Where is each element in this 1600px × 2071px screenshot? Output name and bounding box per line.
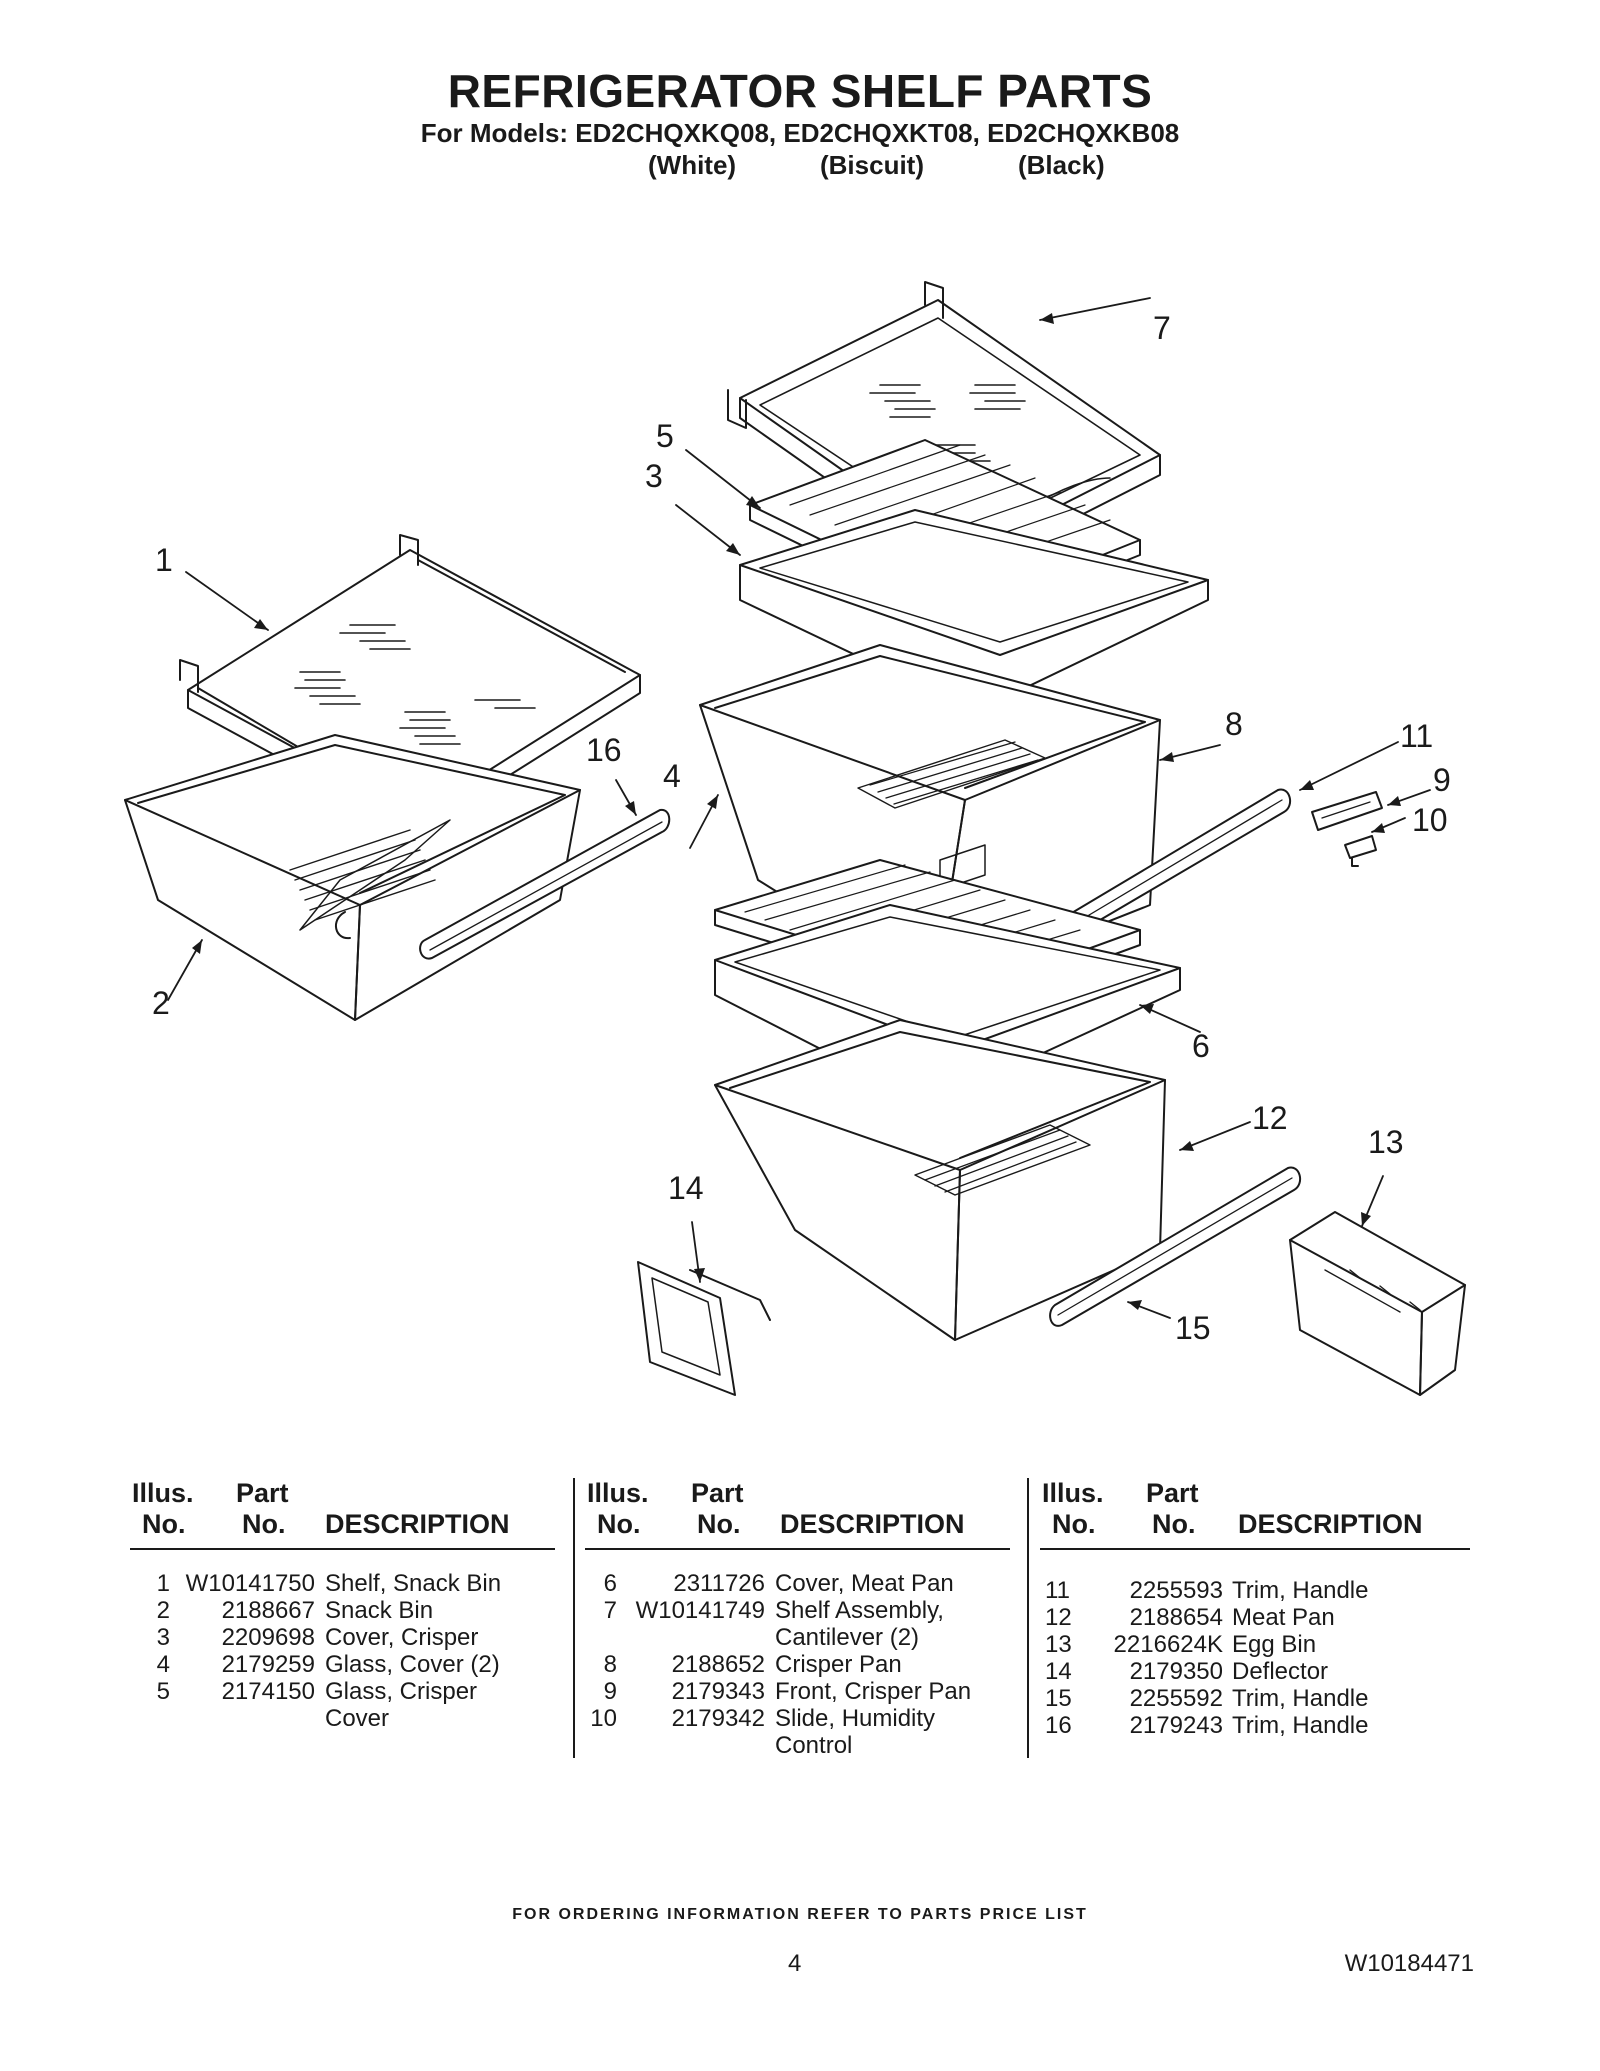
color-biscuit: (Biscuit): [820, 150, 924, 180]
table-header: Illus. No. Part No. DESCRIPTION: [585, 1478, 1010, 1550]
callout-12: 12: [1252, 1100, 1288, 1136]
part-14-deflector: [637, 1261, 771, 1396]
part-15-trim-handle: [1049, 1166, 1302, 1327]
table-row-continuation: Cantilever (2): [775, 1624, 920, 1651]
table-row-continuation: Cover: [325, 1705, 390, 1732]
callout-8: 8: [1225, 706, 1243, 742]
models-line: For Models: ED2CHQXKQ08, ED2CHQXKT08, ED…: [420, 118, 1180, 148]
callout-10: 10: [1412, 802, 1448, 838]
color-black: (Black): [1018, 150, 1105, 180]
callout-5: 5: [656, 418, 674, 454]
part-12-meat-pan: [714, 1019, 1166, 1341]
part-2-snack-bin: [124, 734, 581, 1021]
callout-13: 13: [1368, 1124, 1404, 1160]
callout-1: 1: [155, 542, 173, 578]
column-divider: [573, 1478, 575, 1758]
part-16-trim-handle: [419, 808, 671, 960]
part-13-egg-bin: [1289, 1211, 1466, 1396]
illus-header: Illus.: [1042, 1478, 1104, 1508]
table-header: Illus. No. Part No. DESCRIPTION: [130, 1478, 555, 1550]
callout-2: 2: [152, 985, 170, 1021]
ordering-note: FOR ORDERING INFORMATION REFER TO PARTS …: [512, 1906, 1088, 1923]
table-row-continuation: Control: [775, 1732, 853, 1759]
callout-16: 16: [586, 732, 622, 768]
color-white: (White): [648, 150, 737, 180]
document-number: W10184471: [1344, 1950, 1474, 1977]
description-header: DESCRIPTION: [1238, 1509, 1423, 1539]
part-header: Part: [1146, 1478, 1199, 1508]
table-header: Illus. No. Part No. DESCRIPTION: [1040, 1478, 1470, 1550]
description-header: DESCRIPTION: [325, 1509, 510, 1539]
callout-3: 3: [645, 458, 663, 494]
page-number: 4: [788, 1950, 802, 1977]
page-title: REFRIGERATOR SHELF PARTS: [447, 65, 1153, 117]
description-header: DESCRIPTION: [780, 1509, 965, 1539]
illus-header-no: No.: [142, 1509, 186, 1539]
callout-6: 6: [1192, 1028, 1210, 1064]
part-header: Part: [236, 1478, 289, 1508]
callout-7: 7: [1153, 310, 1171, 346]
callout-9: 9: [1433, 762, 1451, 798]
callout-14: 14: [668, 1170, 704, 1206]
column-divider: [1027, 1478, 1029, 1758]
part-10-humidity-slide: [1344, 835, 1377, 867]
illus-header: Illus.: [132, 1478, 194, 1508]
callout-4: 4: [663, 758, 681, 794]
exploded-parts-diagram: [124, 281, 1466, 1396]
illus-header: Illus.: [587, 1478, 649, 1508]
part-9-crisper-front: [1311, 791, 1383, 831]
part-header-no: No.: [242, 1509, 286, 1539]
part-header-no: No.: [1152, 1509, 1196, 1539]
part-header: Part: [691, 1478, 744, 1508]
illus-header-no: No.: [597, 1509, 641, 1539]
part-header-no: No.: [697, 1509, 741, 1539]
leader-arrowheads: [192, 313, 1401, 1310]
callout-15: 15: [1175, 1310, 1211, 1346]
illus-header-no: No.: [1052, 1509, 1096, 1539]
callout-11: 11: [1400, 718, 1434, 754]
